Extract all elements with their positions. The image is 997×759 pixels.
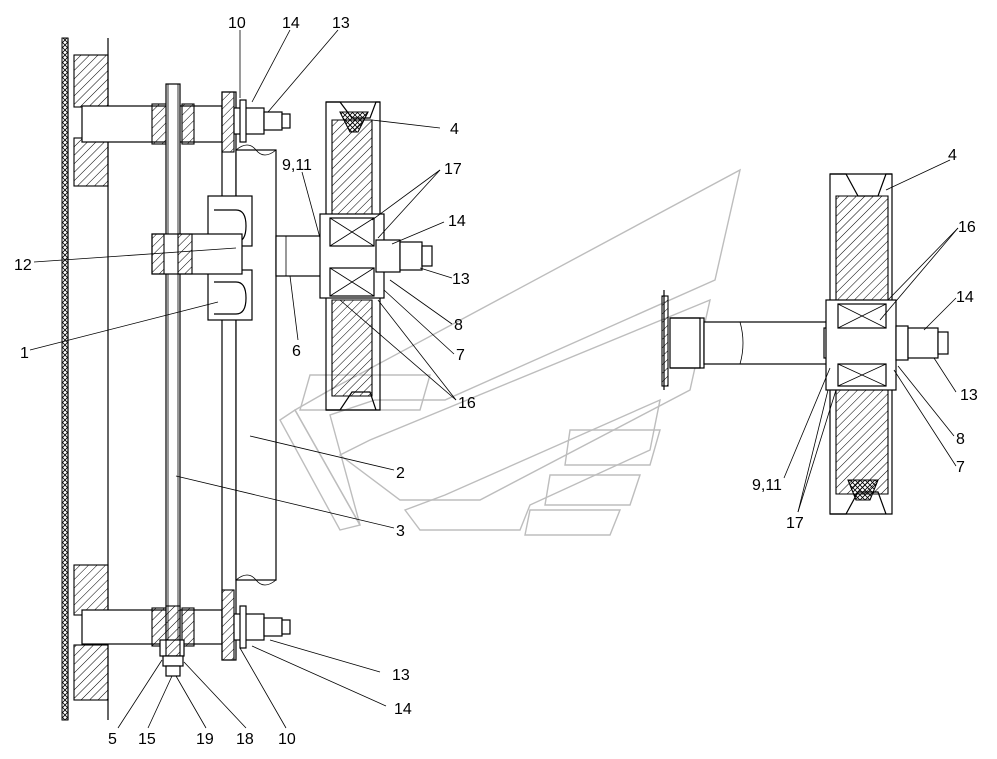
watermark-logo bbox=[279, 168, 742, 536]
right-assembly bbox=[661, 159, 959, 515]
callout-4-right: 4 bbox=[948, 147, 957, 164]
callout-12: 12 bbox=[14, 257, 32, 274]
callout-13-right: 13 bbox=[960, 387, 978, 404]
callout-9-11-right: 9,11 bbox=[752, 477, 782, 494]
callout-10-top: 10 bbox=[228, 15, 246, 32]
callout-15: 15 bbox=[138, 731, 156, 748]
left-leader-lines bbox=[29, 29, 457, 729]
callout-3: 3 bbox=[396, 523, 405, 540]
left-pulley bbox=[319, 101, 433, 411]
callout-18: 18 bbox=[236, 731, 254, 748]
callout-2: 2 bbox=[396, 465, 405, 482]
callout-14-right: 14 bbox=[956, 289, 974, 306]
callout-14-top: 14 bbox=[282, 15, 300, 32]
upper-bracket bbox=[81, 103, 223, 145]
right-leader-lines bbox=[783, 159, 959, 513]
callout-7-right: 7 bbox=[956, 459, 965, 476]
callout-14-mid: 14 bbox=[448, 213, 466, 230]
left-assembly bbox=[29, 29, 457, 729]
callout-6: 6 bbox=[292, 343, 301, 360]
base-wall bbox=[61, 37, 109, 721]
top-bolt-nut bbox=[233, 99, 291, 143]
callout-5: 5 bbox=[108, 731, 117, 748]
right-flange bbox=[661, 290, 705, 390]
callout-16-right: 16 bbox=[958, 219, 976, 236]
callout-labels: 10 14 13 4 9,11 17 14 12 13 8 1 6 7 16 2… bbox=[14, 15, 978, 748]
bottom-bolt-nut bbox=[233, 605, 291, 649]
callout-1: 1 bbox=[20, 345, 29, 362]
callout-10-bottom: 10 bbox=[278, 731, 296, 748]
lower-bracket bbox=[81, 607, 223, 647]
callout-17-right: 17 bbox=[786, 515, 804, 532]
callout-14-bottom: 14 bbox=[394, 701, 412, 718]
callout-7-left: 7 bbox=[456, 347, 465, 364]
tension-plate bbox=[221, 91, 277, 661]
callout-16-left: 16 bbox=[458, 395, 476, 412]
middle-clamp bbox=[151, 195, 253, 321]
threaded-rod bbox=[159, 83, 185, 677]
callout-9-11-left: 9,11 bbox=[282, 157, 312, 174]
callout-8-left: 8 bbox=[454, 317, 463, 334]
callout-13-bottom: 13 bbox=[392, 667, 410, 684]
callout-8-right: 8 bbox=[956, 431, 965, 448]
callout-13-mid: 13 bbox=[452, 271, 470, 288]
callout-4-left: 4 bbox=[450, 121, 459, 138]
callout-13-top: 13 bbox=[332, 15, 350, 32]
callout-17-left: 17 bbox=[444, 161, 462, 178]
right-pulley bbox=[825, 173, 949, 515]
callout-19: 19 bbox=[196, 731, 214, 748]
